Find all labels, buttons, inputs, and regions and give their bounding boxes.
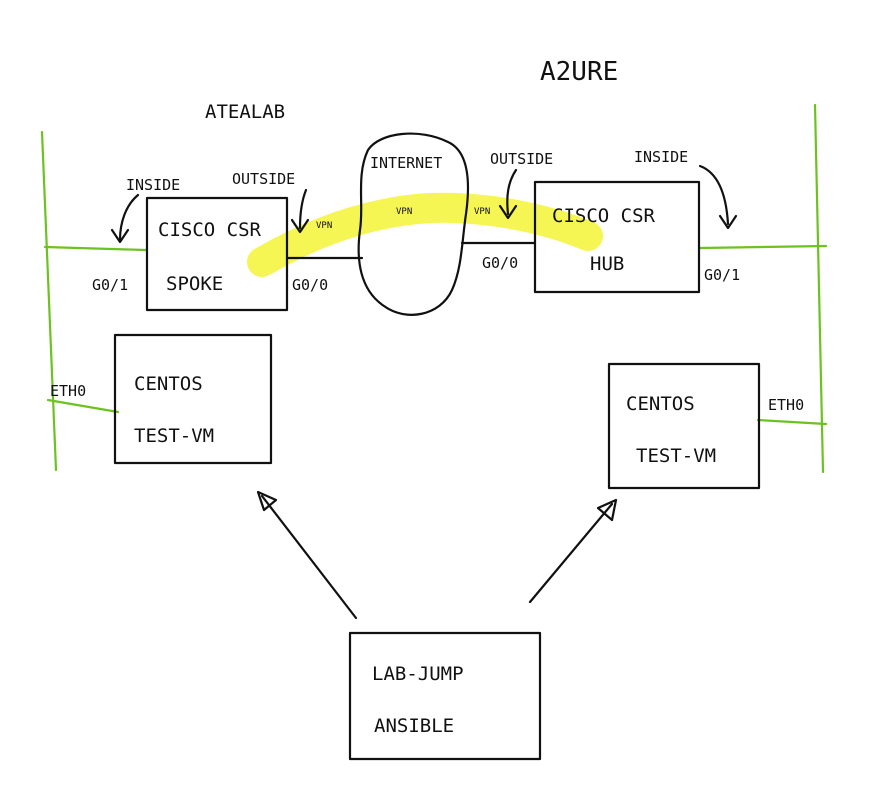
left-test-vm-os: CENTOS bbox=[134, 373, 203, 395]
spoke-router-role: SPOKE bbox=[166, 273, 223, 295]
lab-jump-host-name: LAB-JUMP bbox=[372, 663, 464, 685]
spoke-outside-arrow bbox=[298, 188, 308, 230]
left-test-vm-name: TEST-VM bbox=[134, 425, 214, 447]
lab-jump-host-role: ANSIBLE bbox=[374, 715, 454, 737]
right-lan-to-vm bbox=[756, 418, 828, 426]
spoke-inside-arrowhead bbox=[110, 228, 130, 244]
internet-cloud bbox=[357, 132, 470, 316]
spoke-router: CISCO CSR SPOKE bbox=[145, 196, 289, 312]
jump-to-left-vm-arrow bbox=[260, 494, 358, 620]
right-vm-interface: ETH0 bbox=[768, 396, 804, 414]
network-lines bbox=[40, 103, 828, 474]
hub-inside-label: INSIDE bbox=[634, 148, 688, 166]
hub-router-role: HUB bbox=[590, 253, 624, 275]
right-test-vm-box bbox=[607, 362, 761, 490]
hub-inside-arrow bbox=[698, 164, 730, 226]
lab-jump-host: LAB-JUMP ANSIBLE bbox=[348, 631, 542, 761]
left-test-vm-box bbox=[113, 333, 273, 465]
atealab-label: ATEALAB bbox=[205, 101, 285, 123]
spoke-outside-arrowhead bbox=[290, 218, 310, 234]
right-test-vm-name: TEST-VM bbox=[636, 445, 716, 467]
spoke-inside-arrow bbox=[118, 193, 140, 242]
left-lan-to-spoke bbox=[43, 245, 148, 252]
right-test-vm: CENTOS TEST-VM bbox=[607, 362, 761, 490]
hub-outside-arrow bbox=[506, 168, 518, 216]
lab-jump-host-box bbox=[348, 631, 542, 761]
jump-to-right-vm-arrowhead bbox=[596, 498, 618, 522]
azure-label: A2URE bbox=[540, 57, 618, 87]
right-test-vm-os: CENTOS bbox=[626, 393, 695, 415]
internet-label: INTERNET bbox=[370, 154, 442, 172]
left-test-vm: CENTOS TEST-VM bbox=[113, 333, 273, 465]
spoke-router-box bbox=[145, 196, 289, 312]
spoke-outside-label: OUTSIDE bbox=[232, 170, 295, 188]
hub-router-box bbox=[533, 180, 701, 294]
spoke-outside-interface: G0/0 bbox=[292, 276, 328, 294]
hub-router-model: CISCO CSR bbox=[552, 205, 656, 227]
left-lan-to-vm bbox=[46, 398, 120, 414]
hub-outside-arrowhead bbox=[498, 204, 518, 220]
hub-router: CISCO CSR HUB bbox=[533, 180, 701, 294]
spoke-inside-interface: G0/1 bbox=[92, 276, 128, 294]
right-lan-to-hub bbox=[698, 244, 828, 250]
vpn-tunnel-highlight bbox=[247, 192, 603, 277]
jump-to-right-vm-arrow bbox=[528, 502, 614, 604]
spoke-router-model: CISCO CSR bbox=[158, 219, 262, 241]
hub-outside-label: OUTSIDE bbox=[490, 150, 553, 168]
hub-outside-interface: G0/0 bbox=[482, 254, 518, 272]
hub-inside-arrowhead bbox=[718, 214, 738, 230]
jump-to-left-vm-arrowhead bbox=[256, 490, 278, 512]
hub-inside-interface: G0/1 bbox=[704, 266, 740, 284]
right-lan-vertical bbox=[813, 103, 825, 474]
vpn-label-2: VPN bbox=[396, 207, 412, 217]
left-lan-vertical bbox=[40, 130, 58, 472]
spoke-inside-label: INSIDE bbox=[126, 176, 180, 194]
vpn-label-3: VPN bbox=[474, 207, 490, 217]
vpn-label-1: VPN bbox=[316, 221, 332, 231]
left-vm-interface: ETH0 bbox=[50, 382, 86, 400]
